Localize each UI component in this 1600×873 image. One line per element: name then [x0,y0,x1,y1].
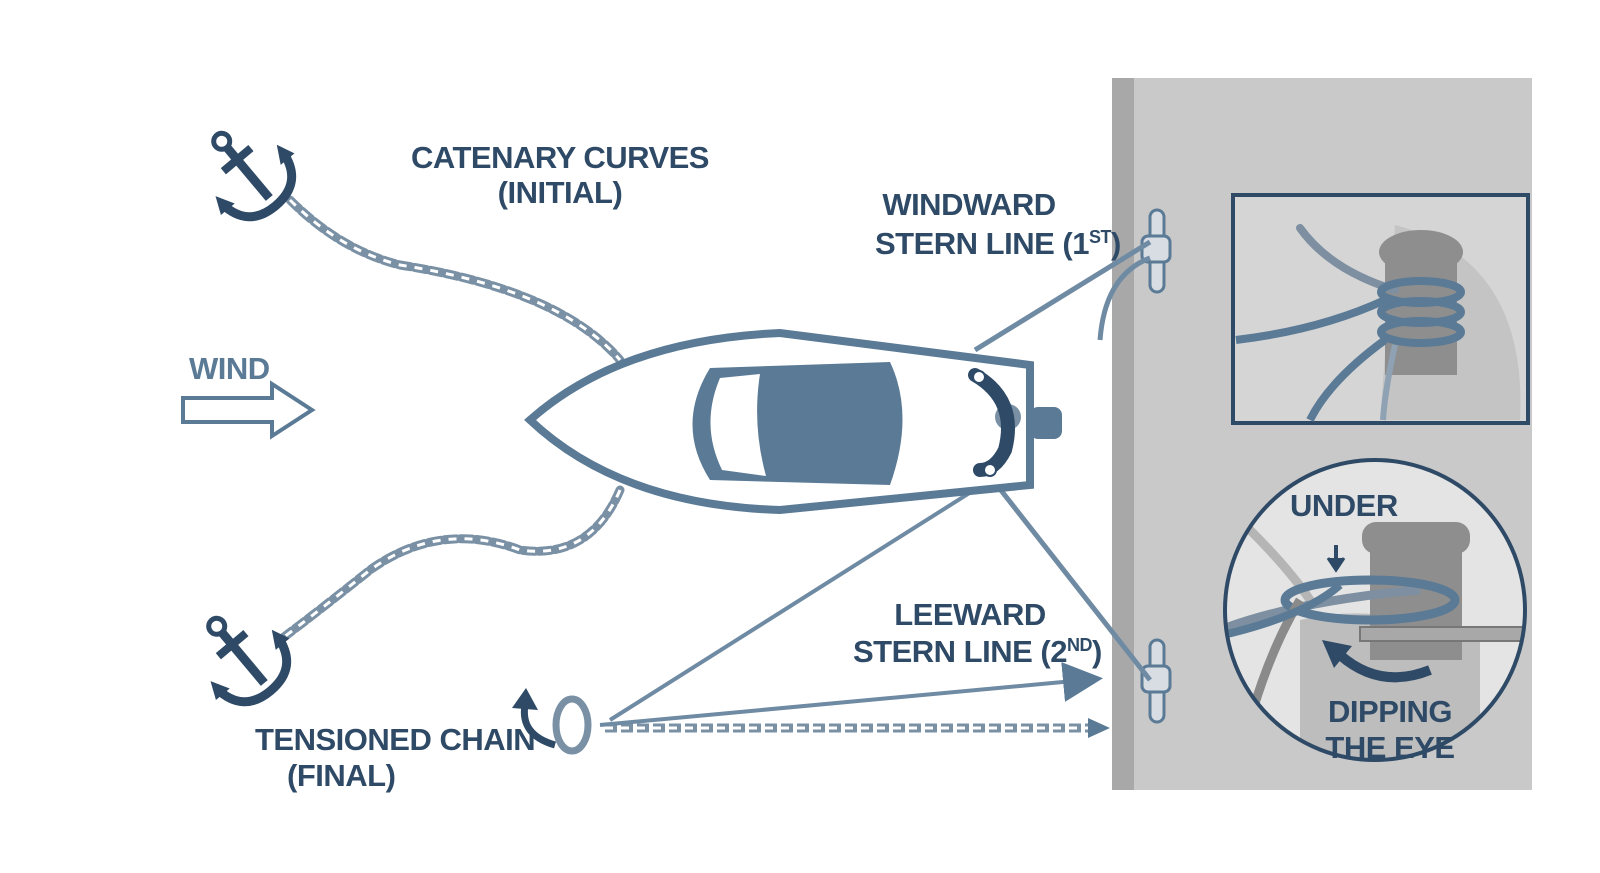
curved-arrow-icon [520,704,557,749]
anchor-icon [206,615,292,707]
tensioned-label-line2: (FINAL) [287,758,395,793]
tensioned-label-line1: TENSIONED CHAIN [255,722,535,757]
lower-anchor-chain [275,485,625,645]
upper-anchor-chain [285,195,625,365]
anchor-icon [211,130,297,222]
boat [524,328,1062,515]
leeward-label-line1: LEEWARD [894,597,1046,632]
wind-arrow-icon [181,380,316,440]
dipping-label-line2: THE EYE [1325,730,1454,765]
windward-label-line2: STERN LINE (1ST) [875,226,1121,261]
cleat-icon [1140,638,1172,724]
chain-shackle [552,695,592,755]
windward-stern-line [973,239,1152,353]
curved-arrow-icon [1336,651,1432,683]
leeward-label-line2: STERN LINE (2ND) [853,634,1102,669]
under-label: UNDER [1290,488,1398,523]
windward-label-line1: WINDWARD [882,187,1055,222]
wind-label: WIND [189,351,270,386]
bollard-wrap-inset [1231,193,1530,425]
dipping-eye-inset [1223,458,1527,762]
dipping-label-line1: DIPPING [1328,694,1452,729]
catenary-label-line2: (INITIAL) [498,175,623,210]
leeward-stern-line [983,468,1152,682]
catenary-label-line1: CATENARY CURVES [411,140,709,175]
